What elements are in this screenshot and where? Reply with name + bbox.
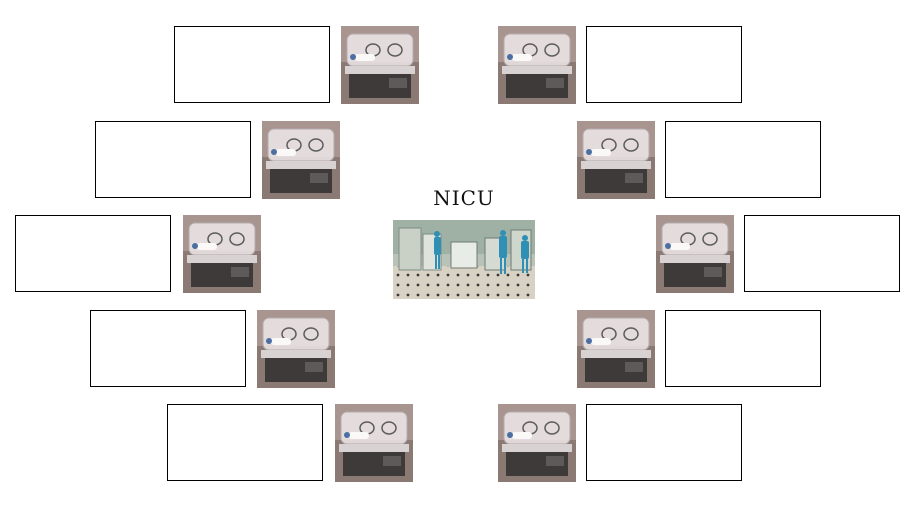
label-box-right-5 [586,404,742,481]
incubator-photo [498,404,576,482]
incubator-photo [335,404,413,482]
label-box-right-2 [665,121,821,198]
label-box-left-5 [167,404,323,481]
incubator-photo [498,26,576,104]
incubator-photo [577,310,655,388]
label-box-left-4 [90,310,246,387]
label-box-left-1 [174,26,330,103]
label-box-left-3 [15,215,171,292]
incubator-photo [341,26,419,104]
incubator-photo [257,310,335,388]
nicu-room-photo [393,220,535,299]
incubator-photo [577,121,655,199]
incubator-photo [183,215,261,293]
incubator-photo [656,215,734,293]
label-box-right-1 [586,26,742,103]
nicu-title: NICU [433,186,495,210]
label-box-right-3 [744,215,900,292]
label-box-right-4 [665,310,821,387]
label-box-left-2 [95,121,251,198]
incubator-photo [262,121,340,199]
